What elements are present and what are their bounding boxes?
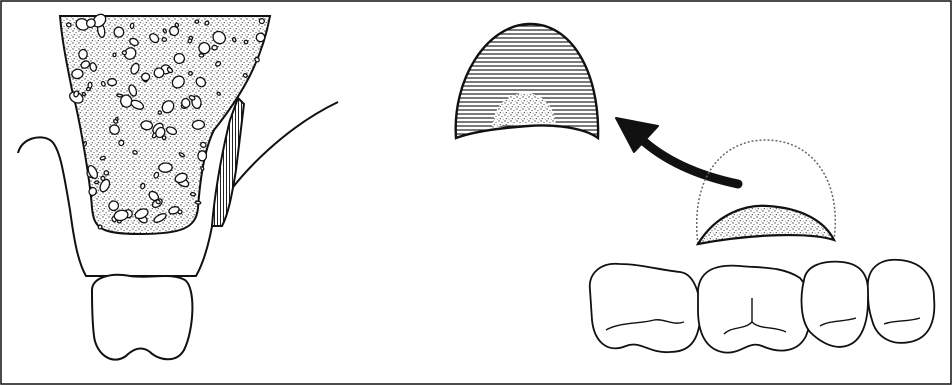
bone-cell: [79, 49, 88, 59]
bone-cell: [88, 82, 92, 88]
bone-cell: [94, 181, 98, 184]
graft-donor-and-transfer: [456, 24, 935, 353]
bone-cell: [108, 79, 117, 86]
bone-cell: [66, 22, 72, 27]
donor-graft-crescent: [698, 206, 834, 244]
tooth-2: [698, 266, 811, 353]
bone-cell: [130, 23, 134, 29]
teeth-row: [590, 260, 935, 353]
tooth-3: [802, 262, 869, 347]
bone-cell: [174, 53, 185, 64]
bone-cell: [141, 120, 153, 130]
bone-cell: [104, 170, 109, 175]
bone-cell: [190, 192, 195, 196]
bone-cell: [199, 54, 204, 58]
bone-cell: [113, 53, 116, 57]
bone-cell: [195, 20, 199, 23]
bone-cell: [162, 38, 166, 42]
bone-cell: [132, 150, 137, 154]
bone-cell: [244, 40, 248, 44]
bone-cell: [141, 73, 150, 82]
bone-cell: [198, 151, 207, 161]
tooth-1: [590, 264, 701, 352]
bone-cell: [159, 163, 173, 173]
bone-cell: [192, 120, 205, 130]
tooth-4: [868, 260, 935, 343]
tooth-crown-left: [92, 275, 192, 360]
bone-cell: [178, 210, 183, 214]
bone-cell: [259, 19, 264, 24]
transfer-arrow: [640, 138, 738, 184]
bone-cell: [188, 71, 192, 75]
bone-cell: [140, 183, 145, 189]
bone-graft-section: [18, 12, 338, 360]
bone-cell: [118, 140, 124, 147]
bone-cell: [212, 45, 218, 50]
bone-cell: [195, 201, 201, 204]
